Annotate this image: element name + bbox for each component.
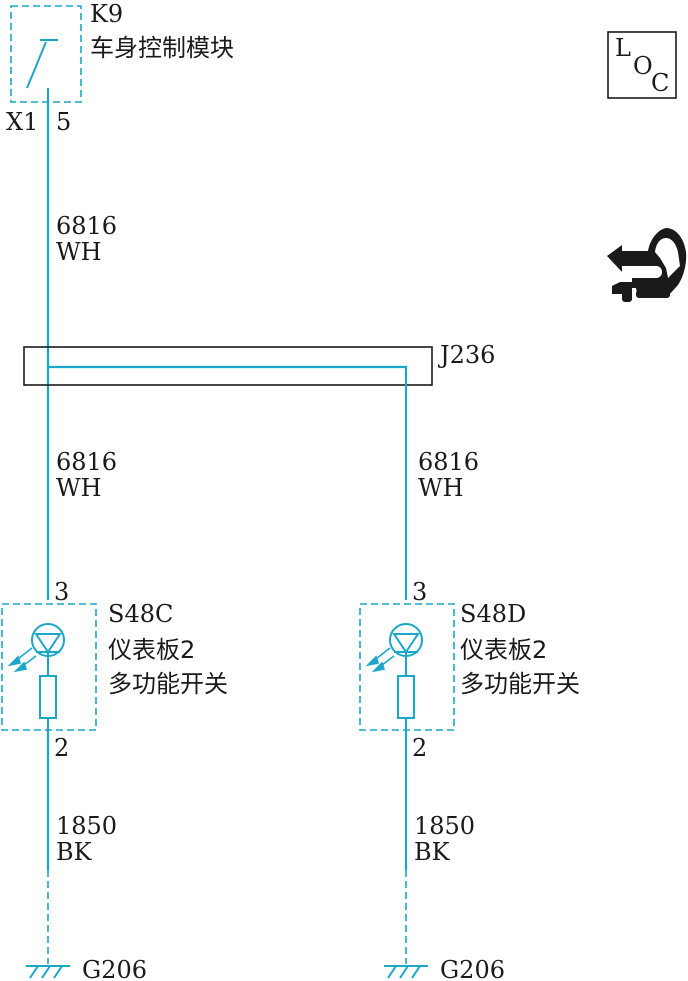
splice-j236 xyxy=(23,346,433,600)
module-id: K9 xyxy=(90,0,123,28)
splice-id: J236 xyxy=(437,341,495,369)
ground-left-id: G206 xyxy=(82,956,147,981)
s48d-name-line1: 仪表板2 xyxy=(460,636,547,664)
s48d-name-line2: 多功能开关 xyxy=(460,670,580,698)
s48c-pin-bottom: 2 xyxy=(54,734,69,762)
pointing-hand-icon xyxy=(607,228,687,302)
led-light-icon xyxy=(365,647,395,673)
ground-right-id: G206 xyxy=(440,956,505,981)
loc-badge-icon: L O C xyxy=(607,31,677,99)
module-name: 车身控制模块 xyxy=(90,34,234,62)
s48d-pin-top: 3 xyxy=(412,578,427,606)
wire-right-mid-color: WH xyxy=(418,474,464,502)
wire-top-color: WH xyxy=(56,238,102,266)
module-pin: 5 xyxy=(56,108,71,136)
module-connector: X1 xyxy=(6,108,38,136)
s48d-pin-bottom: 2 xyxy=(412,734,427,762)
switch-s48c xyxy=(1,603,97,731)
s48c-name-line1: 仪表板2 xyxy=(108,636,195,664)
wire-right-ground-color: BK xyxy=(414,838,451,866)
s48c-name-line2: 多功能开关 xyxy=(108,670,228,698)
ground-icon xyxy=(26,965,70,979)
module-k9 xyxy=(10,5,82,103)
wire-left-mid-number: 6816 xyxy=(56,448,117,476)
svg-text:O: O xyxy=(633,52,653,80)
wire-top-number: 6816 xyxy=(56,212,117,240)
s48c-pin-top: 3 xyxy=(54,578,69,606)
svg-text:C: C xyxy=(651,69,669,97)
s48c-id: S48C xyxy=(108,600,173,628)
s48d-id: S48D xyxy=(460,600,526,628)
wire-right-ground-number: 1850 xyxy=(414,812,475,840)
wire-right-mid-number: 6816 xyxy=(418,448,479,476)
wire-left-ground-number: 1850 xyxy=(56,812,117,840)
wire-left-mid-color: WH xyxy=(56,474,102,502)
led-light-icon xyxy=(7,647,37,673)
svg-text:L: L xyxy=(615,34,631,62)
wire-left-ground-color: BK xyxy=(56,838,93,866)
switch-s48d xyxy=(359,603,455,731)
ground-icon xyxy=(384,965,428,979)
